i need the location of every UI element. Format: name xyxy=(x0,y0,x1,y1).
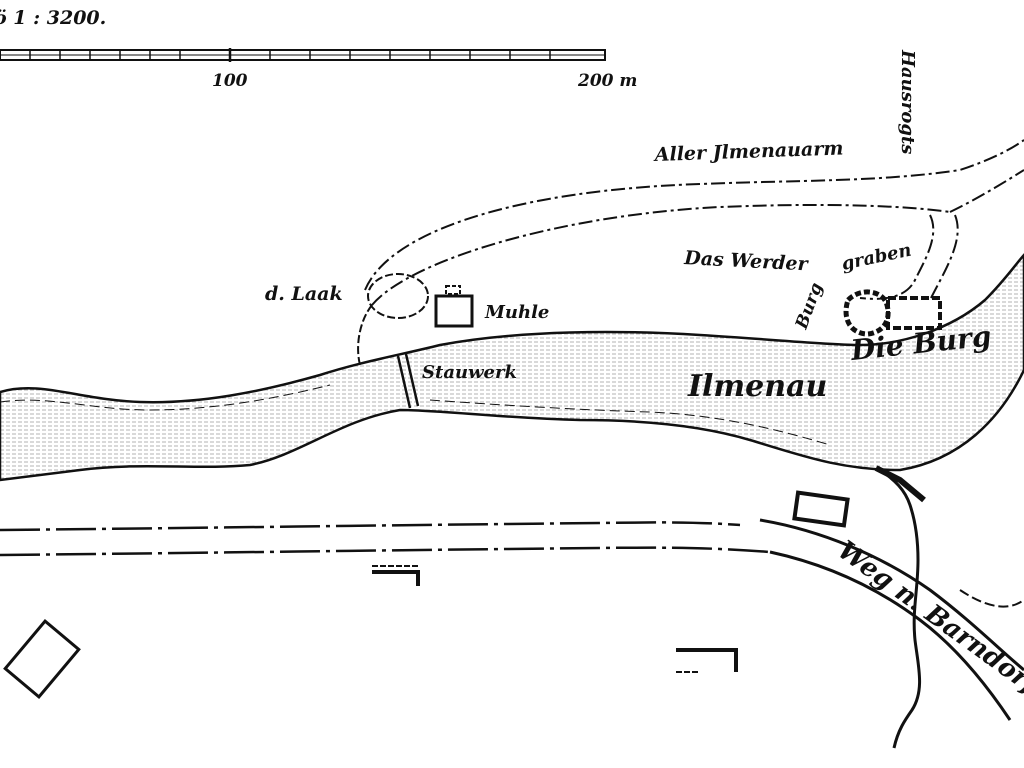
scale-bar xyxy=(0,48,606,62)
label-muhle: Muhle xyxy=(484,302,549,323)
castle-burg xyxy=(843,289,942,337)
road-lines xyxy=(0,521,771,557)
label-ilmenau: Ilmenau xyxy=(687,369,827,404)
label-burg-graben-2: graben xyxy=(840,240,914,275)
label-das-werder: Das Werder xyxy=(683,247,810,276)
muhle-building xyxy=(434,285,474,328)
stauwerk-weir xyxy=(396,353,420,409)
laak-pond xyxy=(357,273,429,366)
label-alter-ilmenauarm: Aller Jlmenauarm xyxy=(652,137,843,166)
stream xyxy=(874,465,926,749)
buildings xyxy=(3,490,850,700)
label-d-laak: d. Laak xyxy=(265,283,343,305)
label-stauwerk: Stauwerk xyxy=(422,362,517,383)
weg-barndorf-road xyxy=(759,518,1024,721)
label-burg-graben-1: Burg xyxy=(792,280,827,333)
scale-title: ö 1 : 3200. xyxy=(0,7,106,29)
label-hausrogts: Hausrogts xyxy=(897,49,918,154)
scale-tick-200: 200 m xyxy=(577,71,637,91)
scale-tick-100: 100 xyxy=(212,71,248,91)
label-weg-barndorf: Weg n. Barndorf xyxy=(832,535,1024,702)
old-river-arm xyxy=(364,139,1024,306)
